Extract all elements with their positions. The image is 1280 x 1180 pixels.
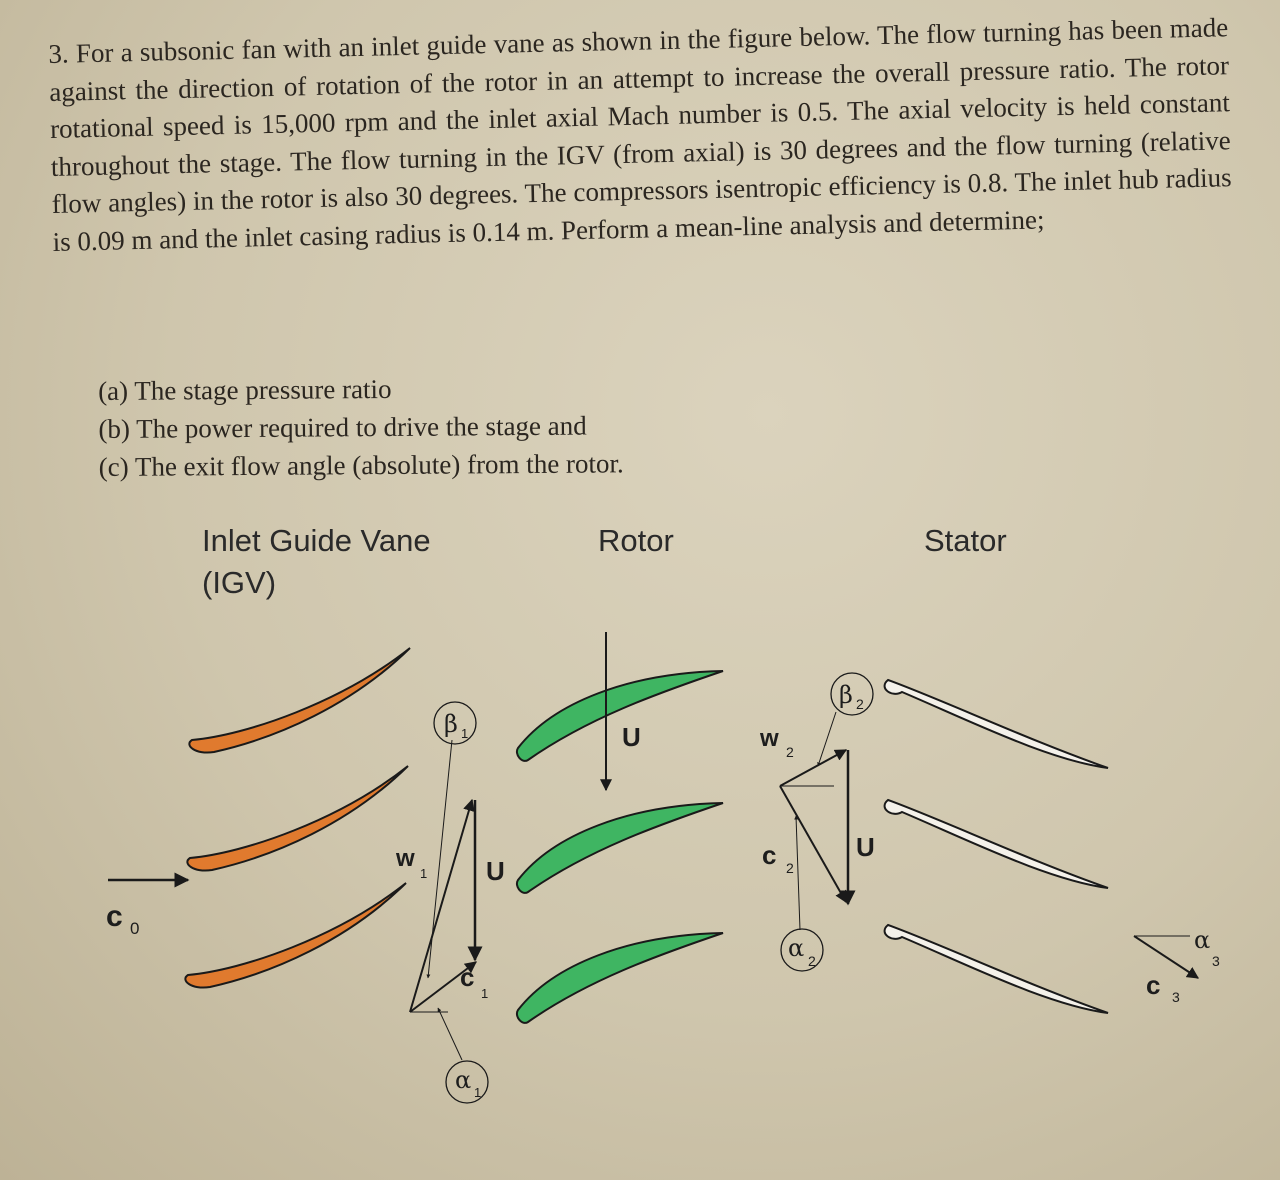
igv-label: Inlet Guide Vane: [202, 523, 431, 558]
c1-subscript: 1: [481, 986, 488, 1001]
stator-label: Stator: [924, 523, 1007, 558]
w1-vector: [409, 798, 475, 1013]
beta2-label: β: [839, 681, 853, 709]
beta2-leader: [817, 711, 837, 767]
w1-subscript: 1: [420, 866, 427, 881]
alpha2-circle: [780, 928, 824, 972]
w1-label: w: [395, 845, 415, 872]
c0-subscript: 0: [130, 919, 139, 938]
u2-label: U: [856, 832, 875, 862]
igv-abbr-label: (IGV): [202, 565, 277, 600]
beta1-subscript: 1: [461, 726, 468, 741]
c2-label: c: [762, 840, 776, 870]
alpha3-label: α: [1194, 926, 1210, 954]
c3-vector: [1133, 935, 1200, 979]
alpha1-subscript: 1: [474, 1085, 481, 1100]
beta1-circle: [433, 701, 477, 745]
rotor-blade-3: [515, 932, 724, 1024]
igv-blade-3: [184, 882, 407, 989]
rotor-label: Rotor: [598, 523, 674, 558]
alpha2-leader: [794, 815, 801, 931]
stator-blade-2: [883, 799, 1109, 889]
w2-label: w: [759, 725, 779, 752]
w2-vector: [779, 749, 848, 787]
beta2-subscript: 2: [856, 696, 864, 712]
beta2-circle: [830, 672, 874, 716]
c3-label: c: [1146, 970, 1160, 1000]
alpha2-label: α: [788, 934, 804, 962]
rotor-blade-1: [515, 670, 724, 762]
rotor-u-label: U: [622, 722, 641, 752]
c3-subscript: 3: [1172, 989, 1180, 1005]
igv-blade-2: [186, 765, 409, 872]
igv-blade-1: [188, 647, 411, 754]
c1-vector: [409, 961, 477, 1013]
stator-blade-3: [883, 924, 1109, 1014]
c2-subscript: 2: [786, 860, 794, 876]
alpha2-subscript: 2: [808, 953, 816, 969]
rotor-blade-2: [515, 802, 724, 894]
w2-subscript: 2: [786, 744, 794, 760]
alpha1-label: α: [455, 1066, 471, 1094]
u1-label: U: [486, 856, 505, 886]
stator-blade-1: [883, 679, 1109, 769]
beta1-leader: [426, 739, 453, 979]
c2-vector: [779, 785, 847, 904]
c1-label: c: [460, 962, 474, 992]
alpha1-circle: [445, 1060, 489, 1104]
alpha3-subscript: 3: [1212, 953, 1220, 969]
beta1-label: β: [444, 710, 458, 738]
c0-label: c: [106, 900, 123, 933]
alpha1-leader: [437, 1007, 463, 1061]
